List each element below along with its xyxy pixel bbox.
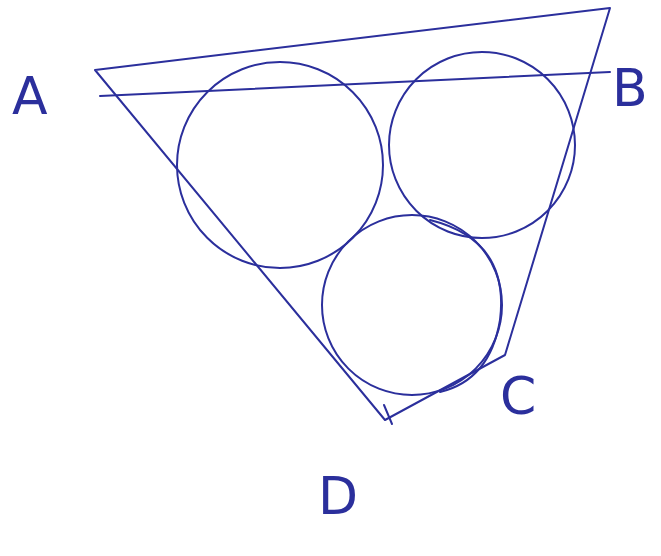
vertex-label: D bbox=[318, 470, 358, 522]
circle-bottom bbox=[322, 215, 502, 395]
vertex-tick bbox=[384, 405, 392, 424]
vertex-label: B bbox=[612, 62, 648, 114]
chord-line bbox=[100, 72, 610, 96]
circle-bottom-retrace bbox=[430, 220, 501, 392]
vertex-label: C bbox=[500, 370, 536, 422]
vertex-label: A bbox=[12, 70, 48, 122]
triangle-outline bbox=[95, 8, 610, 420]
circle-right bbox=[389, 52, 575, 238]
